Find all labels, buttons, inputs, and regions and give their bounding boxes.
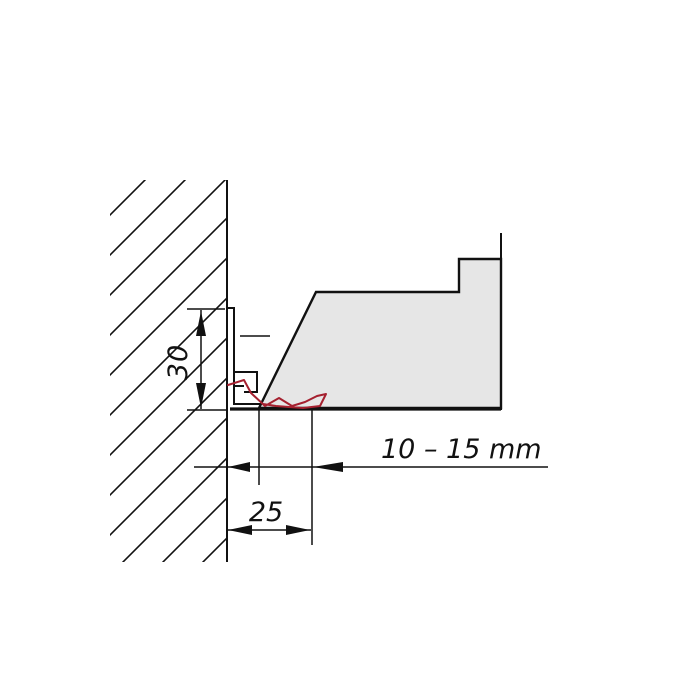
dimension-width: 25 [227,497,311,535]
skirting-board [257,257,503,410]
dimension-25-label: 25 [249,497,283,528]
sealant-bead [227,379,327,409]
dimension-10-15-label: 10 – 15 mm [381,434,542,465]
dimension-gap: 10 – 15 mm [194,410,548,545]
dimension-30-label: 30 [163,344,194,380]
angle-profile [227,307,262,405]
dimension-height: 30 [163,308,227,411]
wall-hatching [110,180,227,562]
